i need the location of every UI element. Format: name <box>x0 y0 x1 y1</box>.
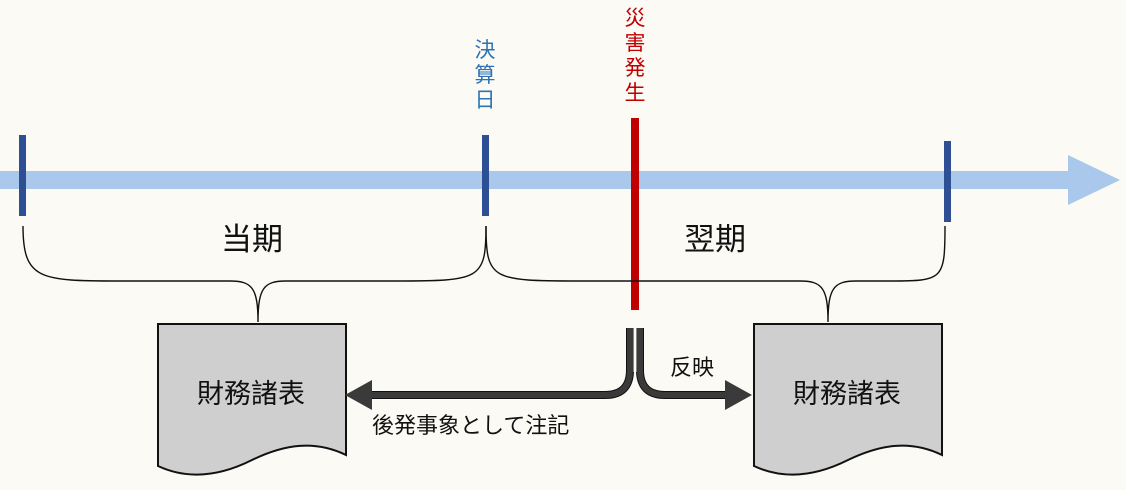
arrowhead-left <box>345 380 372 410</box>
next-period-label: 翌期 <box>684 222 746 258</box>
arrowhead-right <box>725 380 752 410</box>
timeline-arrowhead <box>1068 155 1120 205</box>
document-shape-right <box>753 323 943 476</box>
settlement-date-label: 決算日 <box>474 38 496 112</box>
subsequent-event-note-label: 後発事象として注記 <box>372 414 570 439</box>
tick-settlement-date <box>482 135 489 216</box>
tick-period-start <box>19 135 26 216</box>
current-period-label: 当期 <box>221 222 283 258</box>
reflect-label: 反映 <box>670 356 715 381</box>
brace-current-period <box>22 225 487 323</box>
document-shape-left <box>157 323 347 476</box>
brace-next-period <box>485 225 946 323</box>
financial-statements-current-label: 財務諸表 <box>197 379 305 410</box>
disaster-label: 災害発生 <box>624 6 646 105</box>
disaster-line <box>631 118 639 310</box>
arrow-to-current-statements <box>370 328 634 399</box>
arrow-to-next-statements-inner <box>637 328 728 398</box>
arrow-to-current-statements-inner <box>370 328 633 398</box>
tick-period-end <box>944 141 951 222</box>
financial-statements-next-label: 財務諸表 <box>793 379 901 410</box>
timeline-bar <box>0 171 1072 189</box>
